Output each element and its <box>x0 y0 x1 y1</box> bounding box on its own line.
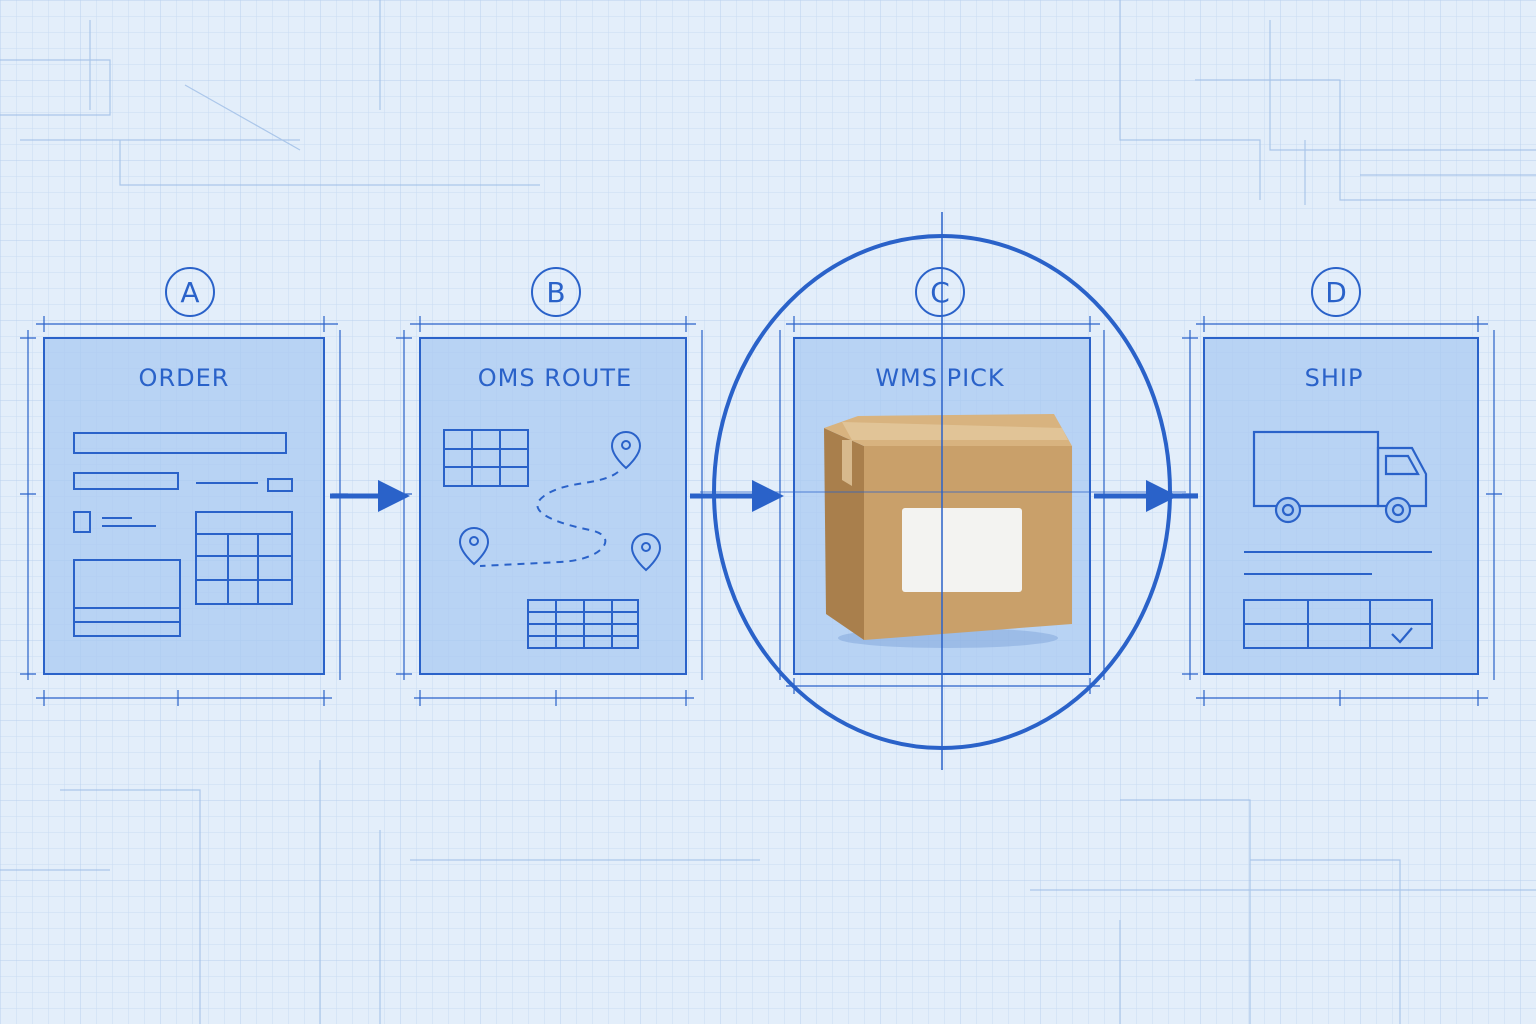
step-title-wms-pick: WMS PICK <box>875 364 1005 392</box>
step-title-ship: SHIP <box>1305 364 1364 392</box>
step-letter-d: D <box>1325 276 1347 309</box>
step-letter-b-marker: B <box>531 267 581 317</box>
step-letter-c: C <box>930 276 950 309</box>
step-panel-ship: SHIP <box>1182 316 1502 706</box>
delivery-truck-icon <box>1252 430 1428 524</box>
flow-arrow-a-b <box>330 480 410 512</box>
checkmark-icon <box>1391 627 1413 644</box>
step-letter-a: A <box>180 276 199 309</box>
cardboard-box-icon <box>824 414 1072 648</box>
step-panel-order: ORDER <box>20 316 348 706</box>
step-title-oms-route: OMS ROUTE <box>478 364 632 392</box>
step-letter-c-marker: C <box>915 267 965 317</box>
step-title-order: ORDER <box>139 364 230 392</box>
route-map-icon <box>443 429 662 649</box>
flow-arrow-c-d <box>1094 480 1198 512</box>
step-panel-oms-route: OMS ROUTE <box>396 316 703 706</box>
step-letter-d-marker: D <box>1311 267 1361 317</box>
order-form-icon <box>73 432 293 637</box>
shipping-manifest-icon <box>1243 551 1433 649</box>
flow-arrow-b-c <box>690 480 784 512</box>
step-letter-a-marker: A <box>165 267 215 317</box>
step-letter-b: B <box>546 276 565 309</box>
